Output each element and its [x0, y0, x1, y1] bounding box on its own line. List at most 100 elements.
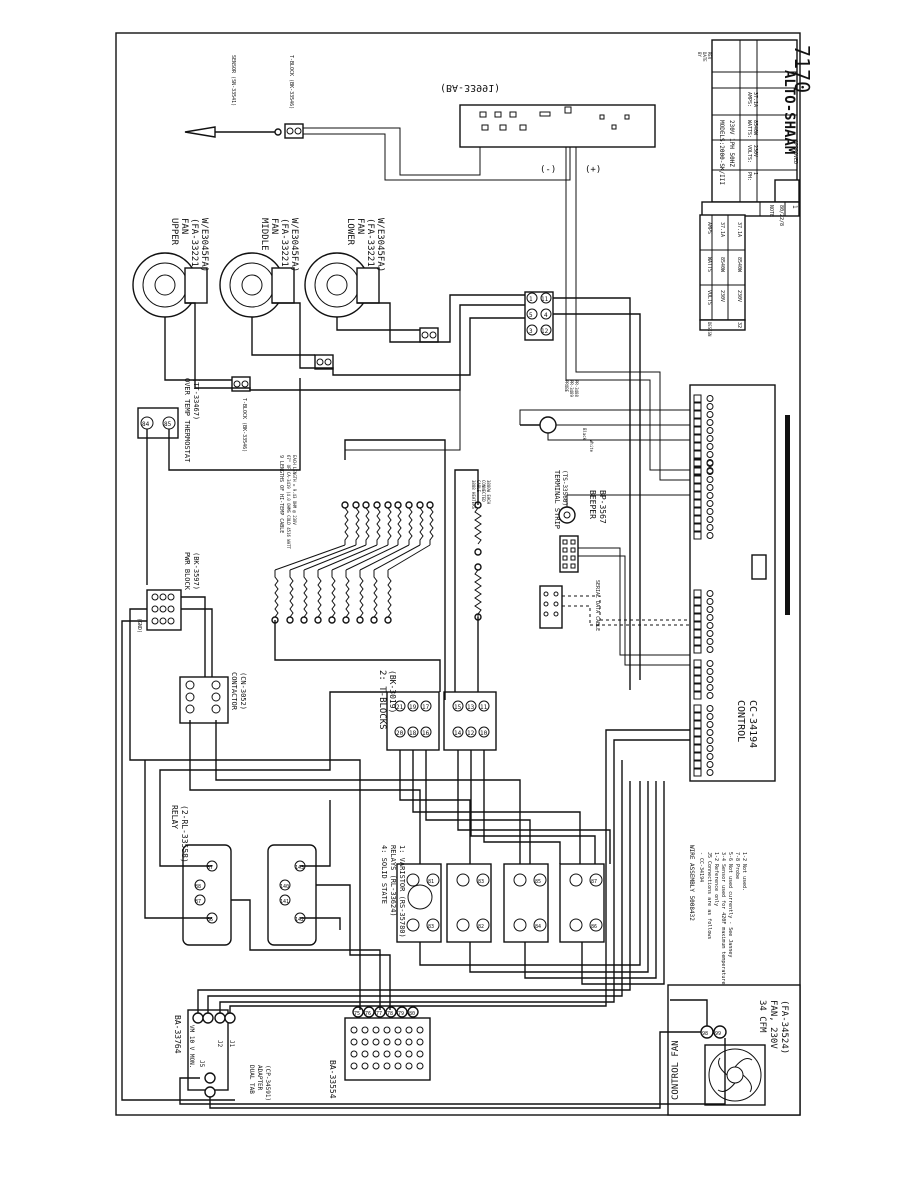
svg-text:BP-3567: BP-3567 — [598, 490, 607, 524]
ba-33764-board: BA-33764 VM 10 V MON. J5 J2 J1 DUAL TAB … — [173, 1009, 271, 1101]
power-block: PWR BLOCK (BK-3597) (GND) — [136, 552, 200, 633]
probe-connector: PROBE PR-3489 PR-3488 — [520, 380, 579, 434]
ba-pin: 80 — [409, 1011, 415, 1017]
svg-text:DESIGN: DESIGN — [707, 322, 712, 337]
svg-text:BEEPER: BEEPER — [588, 490, 597, 519]
over-temp-thermostat: 84 85 OVER TEMP THERMOSTAT (TT-33467) — [137, 378, 200, 463]
connections-note: - CC-34194 J5 Connections are as follows… — [698, 852, 747, 984]
svg-text:7-8 Probe: 7-8 Probe — [734, 852, 740, 879]
spec-header-volts: VOLTS — [706, 290, 712, 305]
tblock-terminal: 18 — [409, 730, 417, 737]
svg-text:UPPER: UPPER — [169, 218, 179, 246]
svg-text:W/E3045FA): W/E3045FA) — [199, 218, 209, 272]
ba-pin: 79 — [398, 1011, 404, 1017]
svg-text:1-2 Not used.: 1-2 Not used. — [741, 852, 747, 891]
ssr-terminal: 83 — [478, 879, 484, 885]
svg-text:5: 5 — [529, 312, 533, 319]
svg-text:(CP-34591): (CP-34591) — [264, 1065, 271, 1101]
svg-text:98: 98 — [702, 1031, 708, 1037]
svg-text:PR-3489: PR-3489 — [569, 380, 574, 397]
revision-table: 1 80/22/8 NOTE — [701, 179, 800, 226]
svg-text:J1: J1 — [228, 1040, 235, 1048]
sensor-probe: SENSOR (SN-33541) T-BLOCK (BK-33546) — [184, 55, 304, 139]
svg-text:LOWER: LOWER — [345, 218, 355, 246]
ph-label: PH: — [746, 172, 752, 181]
tblock-terminal: 20 — [396, 730, 404, 737]
middle-fan: MIDDLE FAN (FA-33221 W/E3045FA) — [219, 218, 299, 318]
svg-text:3-4 Sensor used for 420F maxim: 3-4 Sensor used for 420F maximum tempera… — [720, 852, 726, 984]
svg-text:32: 32 — [736, 322, 742, 328]
svg-text:87: 87 — [207, 865, 213, 871]
tblock-terminal: 12 — [467, 730, 475, 737]
svg-text:230V: 230V — [736, 290, 742, 302]
minus-label: (-) — [540, 165, 556, 175]
svg-text:1: VARISTOR (RS-35780): 1: VARISTOR (RS-35780) — [398, 845, 406, 938]
svg-text:230V: 230V — [719, 290, 725, 302]
svg-text:ADAPTER: ADAPTER — [256, 1065, 263, 1091]
relay-1: 87 88 87 86 RELAY (2-RL-33558) — [170, 805, 232, 946]
svg-text:9 LENGTHS OF HI-TEMP CABLE: 9 LENGTHS OF HI-TEMP CABLE — [278, 455, 284, 533]
amps-value: 37.1A — [752, 92, 758, 107]
date-header: DATE — [702, 52, 707, 62]
svg-text:87: 87 — [195, 899, 201, 905]
svg-text:67" OF CA-3419 (4.0 OHMS COLD: 67" OF CA-3419 (4.0 OHMS COLD 4516 WATT — [286, 455, 291, 550]
svg-text:WIRE ASSEMBLY 5008432: WIRE ASSEMBLY 5008432 — [688, 845, 695, 921]
ssr-terminal: 82 — [478, 924, 484, 930]
tblock-terminal: 16 — [422, 730, 430, 737]
svg-text:(FA-33221: (FA-33221 — [279, 218, 289, 267]
svg-text:RELAYS (RL-33624): RELAYS (RL-33624) — [389, 845, 397, 917]
beeper: BEEPER BP-3567 — [558, 490, 607, 524]
svg-text:86: 86 — [207, 917, 213, 923]
svg-text:PWR BLOCK: PWR BLOCK — [183, 552, 191, 591]
svg-text:DUAL TAB: DUAL TAB — [248, 1065, 255, 1094]
svg-text:1-2 Reference only: 1-2 Reference only — [713, 852, 719, 906]
model-text: MODELS:2000-SK/III — [718, 120, 725, 185]
svg-text:PROBE: PROBE — [564, 380, 569, 393]
brand-logo: ALTO-SHAAM — [781, 70, 797, 154]
svg-text:99: 99 — [715, 1031, 721, 1037]
svg-text:142: 142 — [295, 917, 304, 923]
ssr-terminal: 85 — [535, 879, 541, 885]
svg-text:OVER TEMP THERMOSTAT: OVER TEMP THERMOSTAT — [183, 378, 191, 463]
svg-text:TERMINAL STRIP: TERMINAL STRIP — [553, 470, 561, 529]
svg-text:5-6 Not used currently - See J: 5-6 Not used currently - See Janney — [727, 852, 733, 957]
svg-text:1: 1 — [791, 205, 798, 209]
svg-text:BA-33764: BA-33764 — [173, 1015, 182, 1054]
spec-table: VOLTS WATTS AMPS 230V 8540W 37.1A 230V 8… — [699, 214, 746, 337]
svg-text:(GND): (GND) — [136, 618, 142, 633]
single-heater — [474, 501, 482, 621]
svg-text:MIDDLE: MIDDLE — [259, 218, 269, 251]
svg-text:J5 Connections are as follows: J5 Connections are as follows — [706, 852, 712, 939]
svg-text:(BK-3597): (BK-3597) — [192, 552, 200, 590]
heater-cables — [271, 501, 434, 624]
svg-text:Black: Black — [582, 428, 587, 441]
svg-text:(TT-33467): (TT-33467) — [192, 378, 200, 420]
rev-header: REV — [707, 52, 712, 60]
spec-header-amps: AMPS — [706, 222, 712, 234]
svg-text:FAN: FAN — [269, 218, 279, 234]
svg-text:(FA-34524): (FA-34524) — [779, 1000, 789, 1054]
ba-33991-board: (BA-33991) (-) (+) — [440, 82, 656, 175]
svg-text:84: 84 — [142, 421, 150, 428]
svg-text:FAN, 230V: FAN, 230V — [768, 1000, 778, 1049]
svg-text:3: 3 — [529, 328, 533, 335]
svg-text:(FA-33221: (FA-33221 — [189, 218, 199, 267]
approved-text: APPROVED — [792, 140, 798, 164]
svg-text:CONTROL FAN: CONTROL FAN — [671, 1040, 681, 1100]
amps-label: AMPS: — [746, 92, 752, 107]
svg-text:CONTACTOR: CONTACTOR — [230, 672, 238, 711]
plus-label: (+) — [585, 165, 601, 175]
fan-tblock-lower — [419, 327, 439, 343]
ba-33991-label: (BA-33991) — [440, 82, 500, 93]
svg-text:1: 1 — [529, 296, 533, 303]
svg-text:(BK-3019): (BK-3019) — [388, 670, 397, 713]
drawing-border — [115, 32, 801, 1116]
terminal-strip: TERMINAL STRIP (TS-33560) — [553, 470, 579, 573]
contactor: CONTACTOR (CN-3052) — [179, 672, 247, 724]
ssr-terminal: 84 — [535, 924, 541, 930]
svg-text:37.1A: 37.1A — [719, 222, 725, 237]
watts-label: WATTS: — [746, 120, 752, 138]
fan-tblock-upper — [231, 376, 251, 392]
